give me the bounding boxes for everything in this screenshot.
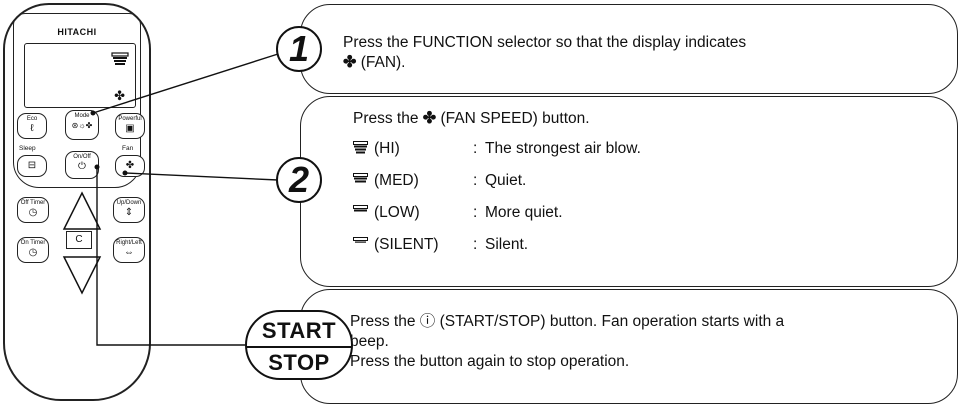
step1-line2: ✤ (FAN). bbox=[343, 53, 913, 73]
start-label: START bbox=[261, 318, 337, 343]
step3-line3: Press the button again to stop operation… bbox=[350, 353, 630, 370]
rightleft-label: Right/Left bbox=[116, 240, 142, 246]
step1-box: Press the FUNCTION selector so that the … bbox=[300, 4, 958, 94]
fan-speed-label: (LOW) bbox=[374, 204, 420, 221]
rightleft-button[interactable]: Right/Left ⇔ bbox=[113, 237, 145, 263]
fan-speed-name: (MED) bbox=[353, 171, 419, 191]
step3-line1: Press the ⓘ (START/STOP) button. Fan ope… bbox=[350, 313, 785, 330]
eco-button[interactable]: Eco ℓ bbox=[17, 113, 47, 139]
fan-icon: ✤ bbox=[125, 160, 135, 171]
sleep-icon: ⊟ bbox=[27, 160, 37, 171]
stop-label: STOP bbox=[268, 350, 330, 375]
separator: : bbox=[473, 236, 478, 253]
step2-title-a: Press the bbox=[353, 110, 419, 127]
step1-fan-label: (FAN). bbox=[360, 54, 406, 71]
sleep-label: Sleep bbox=[19, 145, 36, 152]
fan-speed-description: Silent. bbox=[485, 236, 529, 253]
brand-logo: HITACHI bbox=[57, 27, 97, 37]
fan-label: Fan bbox=[122, 145, 134, 152]
on-timer-button[interactable]: On Timer ◷ bbox=[17, 237, 49, 263]
celsius-button[interactable]: C bbox=[66, 231, 92, 249]
swing-icon: ⇕ bbox=[124, 207, 134, 218]
onoff-label: On/Off bbox=[73, 154, 91, 160]
remote-display: ✤ bbox=[24, 43, 136, 108]
sleep-button[interactable]: ⊟ bbox=[17, 155, 47, 177]
step2-title-b: (FAN SPEED) button. bbox=[440, 110, 590, 127]
fan-icon: ✤ bbox=[114, 88, 125, 103]
swing-icon: ⇔ bbox=[124, 247, 134, 258]
temp-up-button[interactable] bbox=[62, 191, 102, 230]
fan-speed-description: The strongest air blow. bbox=[485, 140, 641, 157]
fan-level-med-icon bbox=[353, 173, 368, 183]
power-icon: ⏻ bbox=[78, 161, 86, 172]
fan-level-silent-icon bbox=[353, 237, 368, 243]
onoff-button[interactable]: On/Off ⏻ bbox=[65, 151, 99, 179]
eco-label: Eco bbox=[26, 116, 38, 122]
temperature-pad bbox=[62, 191, 102, 295]
mode-label: Mode bbox=[74, 113, 90, 119]
on-timer-label: On Timer bbox=[20, 240, 46, 246]
fan-speed-label: (HI) bbox=[374, 140, 400, 157]
updown-button[interactable]: Up/Down ⇕ bbox=[113, 197, 145, 223]
fan-icon: ✤ bbox=[422, 110, 437, 127]
step1-line1: Press the FUNCTION selector so that the … bbox=[343, 34, 747, 51]
separator: : bbox=[473, 140, 478, 157]
fan-speed-label: (SILENT) bbox=[374, 236, 439, 253]
fan-button[interactable]: ✤ bbox=[115, 155, 145, 177]
step-number-1: 1 bbox=[276, 26, 322, 72]
powerful-label: Powerful bbox=[118, 116, 142, 122]
off-timer-button[interactable]: Off Timer ◷ bbox=[17, 197, 49, 223]
mode-icon: ⊛☼✤ bbox=[71, 121, 93, 130]
step2-box: Press the ✤ (FAN SPEED) button. (HI) : T… bbox=[300, 96, 958, 287]
start-stop-badge: START STOP bbox=[245, 310, 353, 380]
fan-level-hi-icon bbox=[353, 141, 368, 154]
separator: : bbox=[473, 204, 478, 221]
powerful-icon: ▣ bbox=[125, 123, 135, 134]
step3-line2: beep. bbox=[350, 333, 389, 350]
fan-level-icon bbox=[111, 52, 129, 65]
step1-instructions: Press the FUNCTION selector so that the … bbox=[343, 33, 913, 73]
step3-box: Press the ⓘ (START/STOP) button. Fan ope… bbox=[300, 289, 958, 404]
remote-upper-panel bbox=[13, 13, 141, 188]
step2-title: Press the ✤ (FAN SPEED) button. bbox=[353, 109, 590, 129]
remote-control: HITACHI ✤ Eco ℓ Mode ⊛☼✤ Powerful ▣ Slee… bbox=[3, 3, 151, 401]
clock-icon: ◷ bbox=[28, 207, 38, 218]
updown-label: Up/Down bbox=[116, 200, 142, 206]
fan-speed-name: (LOW) bbox=[353, 203, 420, 223]
off-timer-label: Off Timer bbox=[20, 200, 46, 206]
start-stop-divider bbox=[247, 346, 351, 348]
step3-instructions: Press the ⓘ (START/STOP) button. Fan ope… bbox=[350, 312, 940, 372]
clock-icon: ◷ bbox=[28, 247, 38, 258]
fan-speed-description: Quiet. bbox=[485, 172, 527, 189]
powerful-button[interactable]: Powerful ▣ bbox=[115, 113, 145, 139]
fan-speed-name: (SILENT) bbox=[353, 235, 439, 255]
fan-level-low-icon bbox=[353, 205, 368, 212]
separator: : bbox=[473, 172, 478, 189]
fan-speed-label: (MED) bbox=[374, 172, 419, 189]
fan-speed-name: (HI) bbox=[353, 139, 400, 159]
fan-speed-description: More quiet. bbox=[485, 204, 563, 221]
step-number-2: 2 bbox=[276, 157, 322, 203]
fan-icon: ✤ bbox=[343, 54, 357, 71]
temp-down-button[interactable] bbox=[62, 256, 102, 295]
leaf-icon: ℓ bbox=[30, 123, 34, 134]
